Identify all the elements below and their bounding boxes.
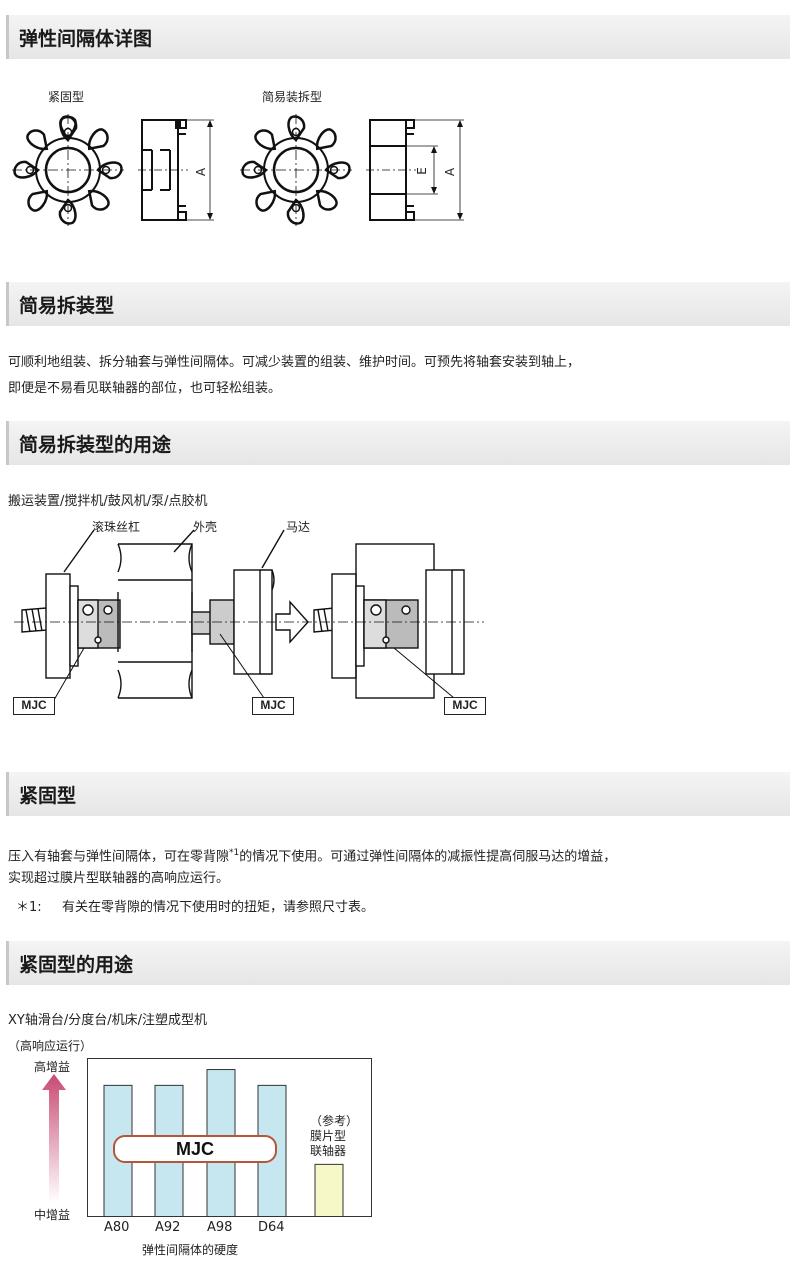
section-header-easy-use: 简易拆装型的用途: [6, 421, 790, 465]
footnote-ref: *1: [229, 848, 240, 858]
reference-label-line2: 膜片型: [310, 1129, 347, 1143]
footnote-mark: ＊1:: [16, 900, 42, 915]
reference-label-line3: 联轴器: [310, 1144, 347, 1158]
x-tick-a98: A98: [207, 1220, 233, 1235]
dim-e-label: E: [414, 167, 429, 175]
bar-reference-diaphragm: [314, 1163, 344, 1217]
mjc-tag-middle: MJC: [252, 697, 294, 715]
section-title: 紧固型的用途: [19, 954, 134, 976]
fixed-line1-part1: 压入有轴套与弹性间隔体，可在零背隙: [8, 849, 230, 865]
fixed-description-line1: 压入有轴套与弹性间隔体，可在零背隙*1的情况下使用。可通过弹性间隔体的减振性提高…: [8, 840, 616, 870]
mjc-tag-left: MJC: [13, 697, 55, 715]
mjc-chart-label: MJC: [113, 1135, 277, 1163]
fixed-line1-part2: 的情况下使用。可通过弹性间隔体的减振性提高伺服马达的增益，: [239, 849, 617, 865]
fixed-type-label: 紧固型: [48, 90, 85, 104]
section-title: 简易拆装型: [19, 295, 115, 317]
fixed-description-line2: 实现超过膜片型联轴器的高响应运行。: [8, 871, 230, 886]
section-header-fixed-use: 紧固型的用途: [6, 941, 790, 985]
section-title: 弹性间隔体详图: [19, 28, 153, 50]
x-tick-a92: A92: [155, 1220, 181, 1235]
ball-screw-label: 滚珠丝杠: [92, 520, 141, 534]
easy-applications: 搬运装置/搅拌机/鼓风机/泵/点胶机: [8, 494, 208, 509]
spacer-front-view-fixed: [12, 114, 124, 226]
x-tick-a80: A80: [104, 1220, 130, 1235]
section-header-detail: 弹性间隔体详图: [6, 15, 790, 59]
section-title: 紧固型: [19, 785, 77, 807]
dim-a-label-easy: A: [443, 167, 458, 177]
fixed-applications: XY轴滑台/分度台/机床/注塑成型机: [8, 1013, 207, 1028]
dim-a-label-fixed: A: [194, 167, 209, 177]
mjc-tag-right: MJC: [444, 697, 486, 715]
y-label-high: 高增益: [34, 1060, 71, 1074]
y-label-mid: 中增益: [34, 1208, 71, 1222]
section-header-easy: 简易拆装型: [6, 282, 790, 326]
x-axis-label: 弹性间隔体的硬度: [142, 1243, 239, 1257]
spacer-front-view-easy: [240, 114, 352, 226]
easy-type-label: 简易装拆型: [262, 90, 323, 104]
footnote-text: 有关在零背隙的情况下使用时的扭矩，请参照尺寸表。: [62, 900, 375, 915]
motor-label: 马达: [286, 520, 311, 534]
gain-arrow-icon: [42, 1074, 66, 1202]
chart-subtitle: （高响应运行）: [8, 1039, 93, 1053]
easy-description-line1: 可顺利地组装、拆分轴套与弹性间隔体。可减少装置的组装、维护时间。可预先将轴套安装…: [8, 355, 581, 370]
reference-label-line1: （参考）: [310, 1114, 359, 1128]
easy-description-line2: 即便是不易看见联轴器的部位，也可轻松组装。: [8, 381, 282, 396]
spacer-side-view-fixed: [138, 119, 214, 221]
spacer-side-view-easy: [366, 119, 464, 221]
housing-label: 外壳: [193, 520, 218, 534]
x-tick-d64: D64: [258, 1220, 285, 1235]
section-header-fixed: 紧固型: [6, 772, 790, 816]
section-title: 简易拆装型的用途: [19, 434, 172, 456]
easy-assembly-diagram: [14, 529, 484, 701]
